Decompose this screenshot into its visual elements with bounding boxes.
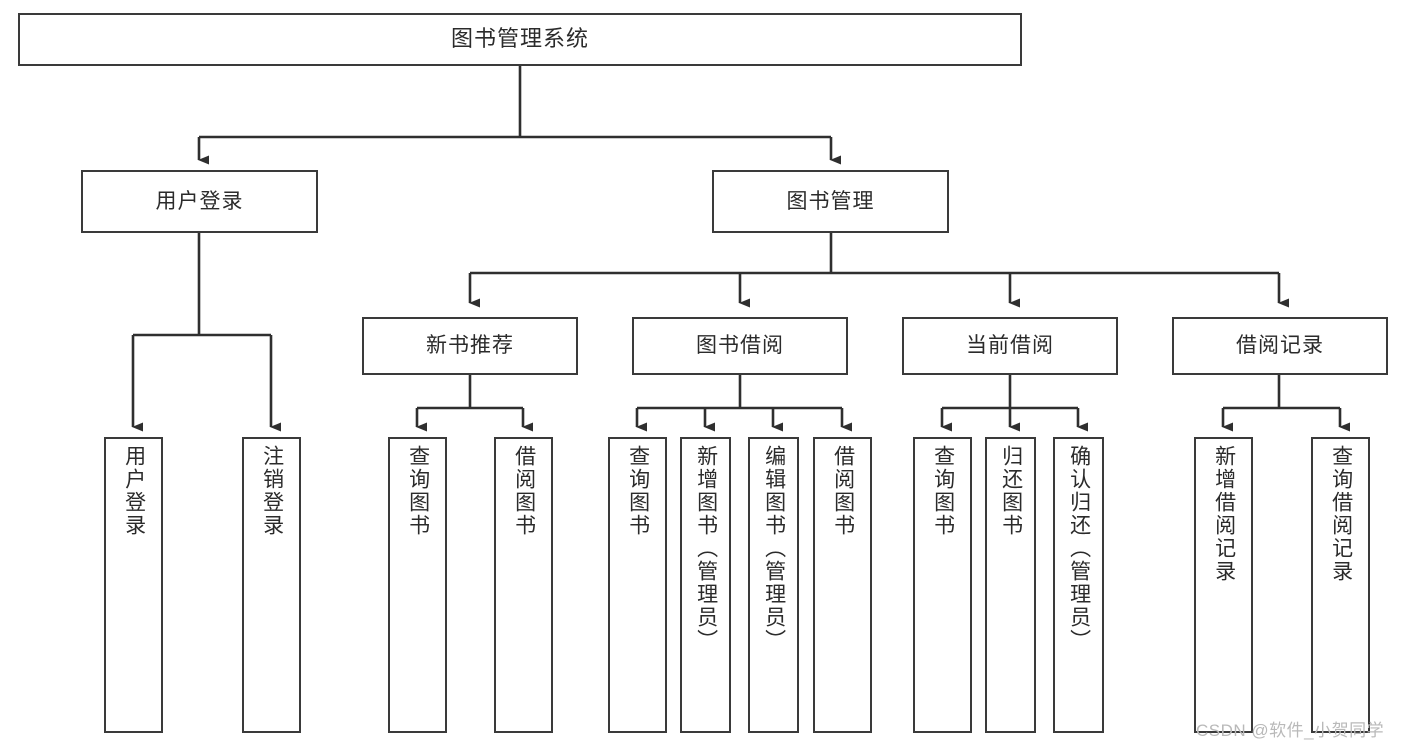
node-borrow-record-label: 借阅记录: [1236, 334, 1324, 358]
watermark: CSDN @软件_小贺同学: [1196, 721, 1385, 740]
node-book-manage-label: 图书管理: [786, 189, 875, 213]
leaf-query-book-3[interactable]: 查询图书: [913, 437, 972, 733]
node-new-book-recommend-label: 新书推荐: [426, 334, 514, 358]
leaf-borrow-book-1-label: 借阅图书: [512, 445, 536, 537]
node-book-borrow-label: 图书借阅: [696, 334, 784, 358]
node-current-borrow-label: 当前借阅: [966, 334, 1054, 358]
leaf-query-book-1[interactable]: 查询图书: [388, 437, 447, 733]
node-new-book-recommend[interactable]: 新书推荐: [362, 317, 578, 375]
node-root[interactable]: 图书管理系统: [18, 13, 1022, 66]
node-book-manage[interactable]: 图书管理: [712, 170, 949, 233]
leaf-user-login[interactable]: 用户登录: [104, 437, 163, 733]
leaf-return-book[interactable]: 归还图书: [985, 437, 1036, 733]
leaf-add-book-label: 新增图书（管理员）: [694, 445, 718, 652]
leaf-edit-book[interactable]: 编辑图书（管理员）: [748, 437, 799, 733]
leaf-borrow-book-2-label: 借阅图书: [831, 445, 855, 537]
node-current-borrow[interactable]: 当前借阅: [902, 317, 1118, 375]
leaf-query-book-2[interactable]: 查询图书: [608, 437, 667, 733]
leaf-add-book[interactable]: 新增图书（管理员）: [680, 437, 731, 733]
leaf-borrow-book-1[interactable]: 借阅图书: [494, 437, 553, 733]
node-user-login[interactable]: 用户登录: [81, 170, 318, 233]
leaf-add-record[interactable]: 新增借阅记录: [1194, 437, 1253, 733]
leaf-query-book-2-label: 查询图书: [626, 445, 650, 537]
leaf-edit-book-label: 编辑图书（管理员）: [762, 445, 786, 652]
node-root-label: 图书管理系统: [450, 26, 589, 52]
leaf-query-book-3-label: 查询图书: [931, 445, 955, 537]
leaf-confirm-return[interactable]: 确认归还（管理员）: [1053, 437, 1104, 733]
leaf-user-logout[interactable]: 注销登录: [242, 437, 301, 733]
leaf-query-record[interactable]: 查询借阅记录: [1311, 437, 1370, 733]
leaf-borrow-book-2[interactable]: 借阅图书: [813, 437, 872, 733]
node-book-borrow[interactable]: 图书借阅: [632, 317, 848, 375]
node-user-login-label: 用户登录: [155, 189, 244, 213]
leaf-query-record-label: 查询借阅记录: [1329, 445, 1353, 583]
leaf-user-logout-label: 注销登录: [260, 445, 284, 537]
leaf-return-book-label: 归还图书: [999, 445, 1023, 537]
leaf-query-book-1-label: 查询图书: [406, 445, 430, 537]
leaf-user-login-label: 用户登录: [122, 445, 146, 537]
leaf-add-record-label: 新增借阅记录: [1212, 445, 1236, 583]
node-borrow-record[interactable]: 借阅记录: [1172, 317, 1388, 375]
leaf-confirm-return-label: 确认归还（管理员）: [1067, 445, 1091, 652]
